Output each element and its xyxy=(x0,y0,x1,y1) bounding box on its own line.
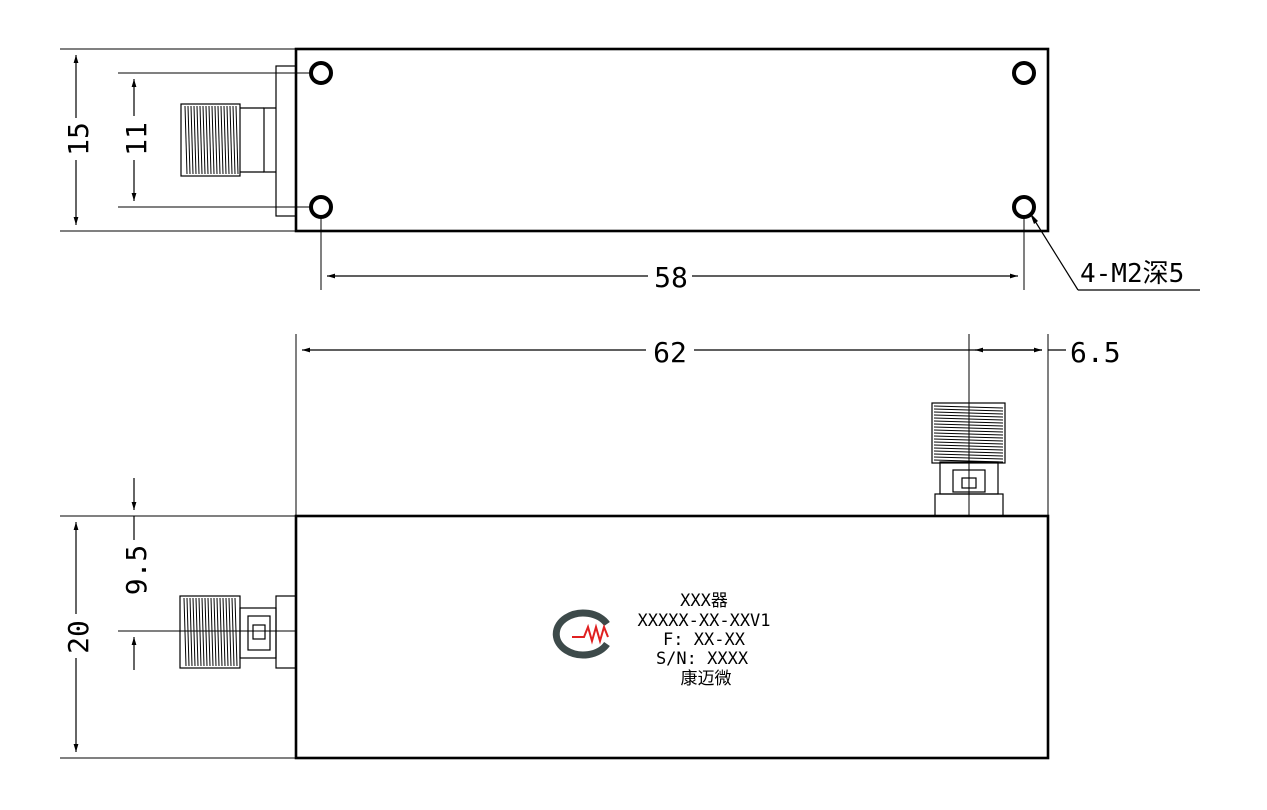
thread-line xyxy=(186,597,190,667)
dim-connector-offset-6-5: 6.5 xyxy=(968,334,1121,516)
dim-label-58: 58 xyxy=(654,261,688,294)
thread-line xyxy=(228,597,232,667)
thread-line xyxy=(205,105,209,175)
connector-threads xyxy=(183,597,238,667)
thread-line xyxy=(234,597,238,667)
thread-line xyxy=(193,105,197,175)
thread-line xyxy=(204,597,208,667)
thread-line xyxy=(225,597,229,667)
sma-connector-top xyxy=(180,65,297,217)
mounting-hole xyxy=(1012,61,1036,85)
thread-line xyxy=(219,597,223,667)
logo-wave xyxy=(572,623,609,645)
thread-line xyxy=(184,105,188,175)
hole-callout: 4-M2深5 xyxy=(1029,212,1200,291)
thread-line xyxy=(235,105,239,175)
thread-line xyxy=(223,105,227,175)
dim-connector-height-9-5: 9.5 xyxy=(118,478,296,670)
thread-line xyxy=(211,105,215,175)
top-view-body xyxy=(294,47,1050,233)
thread-line xyxy=(202,105,206,175)
mounting-hole xyxy=(309,195,333,219)
side-view: 62 6.5 20 9.5 xyxy=(60,334,1121,760)
dim-hole-pitch-58: 58 xyxy=(320,217,1025,294)
dim-label-20: 20 xyxy=(62,620,95,654)
nameplate-line-4: S/N: XXXX xyxy=(656,649,749,669)
mounting-holes xyxy=(309,61,1036,219)
thread-line xyxy=(232,105,236,175)
thread-line xyxy=(222,597,226,667)
thread-line xyxy=(190,105,194,175)
nameplate-line-5: 康迈微 xyxy=(681,669,732,689)
thread-line xyxy=(229,105,233,175)
thread-line xyxy=(196,105,200,175)
thread-line xyxy=(183,597,187,667)
nameplate-line-1: XXX器 xyxy=(680,591,728,611)
connector-threads xyxy=(184,105,239,175)
dim-length-62: 62 xyxy=(295,334,1049,516)
thread-line xyxy=(213,597,217,667)
thread-line xyxy=(192,597,196,667)
sma-connector-side-left xyxy=(179,595,297,669)
nameplate-line-3: F: XX-XX xyxy=(663,630,746,650)
thread-line xyxy=(226,105,230,175)
thread-line xyxy=(208,105,212,175)
nameplate: XXX器 XXXXX-XX-XXV1 F: XX-XX S/N: XXXX 康迈… xyxy=(637,591,770,689)
mounting-hole xyxy=(309,61,333,85)
thread-line xyxy=(198,597,202,667)
top-view: 15 11 58 4-M2深5 xyxy=(60,47,1200,294)
thread-line xyxy=(217,105,221,175)
dim-label-9-5: 9.5 xyxy=(120,545,153,596)
thread-line xyxy=(187,105,191,175)
dim-height-20: 20 xyxy=(60,515,296,759)
thread-line xyxy=(199,105,203,175)
dim-hole-spacing-11: 11 xyxy=(118,72,311,208)
thread-line xyxy=(195,597,199,667)
company-logo: MW xyxy=(552,609,610,659)
thread-line xyxy=(220,105,224,175)
thread-line xyxy=(207,597,211,667)
thread-line xyxy=(216,597,220,667)
thread-line xyxy=(231,597,235,667)
thread-line xyxy=(201,597,205,667)
dim-height-15: 15 xyxy=(60,48,296,232)
dim-label-15: 15 xyxy=(62,122,95,156)
hole-callout-label: 4-M2深5 xyxy=(1080,259,1184,289)
thread-line xyxy=(210,597,214,667)
dim-label-11: 11 xyxy=(120,122,153,156)
nameplate-line-2: XXXXX-XX-XXV1 xyxy=(637,611,770,631)
thread-line xyxy=(214,105,218,175)
logo-ring xyxy=(552,609,610,659)
dim-label-6-5: 6.5 xyxy=(1070,336,1121,369)
thread-line xyxy=(189,597,193,667)
dim-label-62: 62 xyxy=(653,336,687,369)
